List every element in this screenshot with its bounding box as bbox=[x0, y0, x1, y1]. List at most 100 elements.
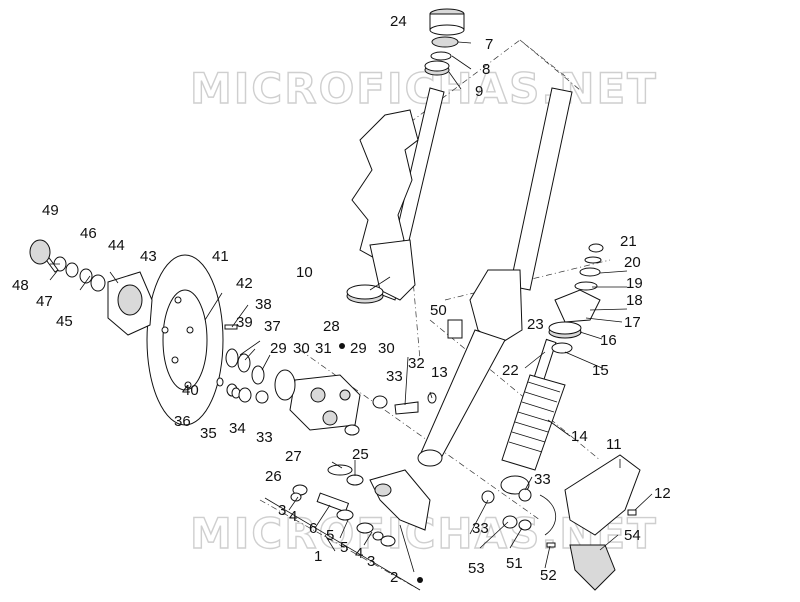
callout-37: 37 bbox=[264, 318, 281, 335]
mudguard-11 bbox=[564, 454, 641, 536]
pin-6 bbox=[316, 492, 350, 513]
callout-4-upper: 4 bbox=[289, 508, 297, 525]
callout-46: 46 bbox=[80, 225, 97, 242]
washer-5-upper bbox=[336, 509, 354, 521]
callout-35: 35 bbox=[200, 425, 217, 442]
bearing-10 bbox=[346, 284, 384, 304]
nut-21 bbox=[588, 243, 604, 253]
callout-39: 39 bbox=[236, 314, 253, 331]
callout-20: 20 bbox=[624, 254, 641, 271]
wheel-hub-43 bbox=[107, 271, 153, 336]
leader-lines bbox=[49, 41, 653, 591]
callout-23: 23 bbox=[527, 316, 544, 333]
brake-caliper-28 bbox=[289, 374, 361, 431]
callout-16: 16 bbox=[600, 332, 617, 349]
bush-37 bbox=[251, 365, 265, 385]
callout-30-left: 30 bbox=[293, 340, 310, 357]
callout-13: 13 bbox=[431, 364, 448, 381]
callout-17: 17 bbox=[624, 314, 641, 331]
bearing-9 bbox=[424, 60, 450, 76]
headset-cap-24 bbox=[429, 8, 465, 36]
callout-54: 54 bbox=[624, 527, 641, 544]
brake-disc-41 bbox=[146, 254, 224, 426]
washer-8 bbox=[430, 51, 452, 61]
callout-31: 31 bbox=[315, 340, 332, 357]
callout-19: 19 bbox=[626, 275, 643, 292]
seal-25 bbox=[346, 474, 364, 486]
fitting-53 bbox=[502, 515, 518, 529]
cable-hose bbox=[539, 494, 557, 536]
cover-54 bbox=[569, 544, 616, 591]
callout-10: 10 bbox=[296, 264, 313, 281]
seal-33-caliper bbox=[344, 424, 360, 436]
callout-7: 7 bbox=[485, 36, 493, 53]
bush-4-upper bbox=[290, 492, 302, 502]
fork-leg bbox=[417, 87, 573, 467]
callout-3-upper: 3 bbox=[278, 502, 286, 519]
callout-29-left: 29 bbox=[270, 340, 287, 357]
callout-6: 6 bbox=[309, 520, 317, 537]
circlip-45 bbox=[79, 268, 93, 284]
callout-4-lower: 4 bbox=[355, 545, 363, 562]
callout-33-left: 33 bbox=[256, 429, 273, 446]
callout-25: 25 bbox=[352, 446, 369, 463]
bush-16 bbox=[548, 321, 582, 339]
callout-33-lower-left: 33 bbox=[472, 520, 489, 537]
bush-34 bbox=[238, 387, 252, 403]
callout-9: 9 bbox=[475, 83, 483, 100]
washer-33-lower-right bbox=[518, 488, 532, 502]
swing-arm-2 bbox=[369, 469, 431, 531]
washer-15 bbox=[551, 342, 573, 354]
callout-18: 18 bbox=[626, 292, 643, 309]
callout-5-lower: 5 bbox=[340, 539, 348, 556]
callout-47: 47 bbox=[36, 293, 53, 310]
seal-27 bbox=[327, 464, 353, 476]
washer-5-lower bbox=[356, 522, 374, 534]
callout-27: 27 bbox=[285, 448, 302, 465]
washer-19 bbox=[579, 267, 601, 277]
seal-29-left bbox=[274, 369, 296, 401]
callout-11: 11 bbox=[606, 436, 622, 453]
callout-21: 21 bbox=[620, 233, 637, 250]
screw-32 bbox=[394, 401, 419, 415]
bush-4-lower bbox=[372, 531, 384, 541]
bracket-17 bbox=[554, 289, 601, 323]
callout-12: 12 bbox=[654, 485, 671, 502]
assembly-axis-lines bbox=[259, 39, 611, 591]
callout-48: 48 bbox=[12, 277, 29, 294]
callout-28: 28 bbox=[323, 318, 340, 335]
steering-column bbox=[351, 87, 445, 301]
callout-52: 52 bbox=[540, 567, 557, 584]
assembly-dot-bottom bbox=[417, 577, 423, 583]
callout-41: 41 bbox=[212, 248, 229, 265]
callout-43: 43 bbox=[140, 248, 157, 265]
washer-18 bbox=[574, 281, 598, 291]
bush-39 bbox=[225, 348, 239, 368]
callout-53: 53 bbox=[468, 560, 485, 577]
watermark-top: MICROFICHAS.NET bbox=[190, 64, 658, 113]
bush-50 bbox=[447, 319, 463, 339]
callout-51: 51 bbox=[506, 555, 523, 572]
callout-2: 2 bbox=[390, 569, 398, 586]
callout-8: 8 bbox=[482, 61, 490, 78]
screw-42 bbox=[224, 324, 238, 330]
callout-45: 45 bbox=[56, 313, 73, 330]
bearing-44 bbox=[90, 274, 106, 292]
callout-labels: 24 7 8 9 49 46 44 43 48 47 45 41 42 39 3… bbox=[12, 13, 671, 586]
fitting-51 bbox=[518, 519, 532, 531]
callout-29-right: 29 bbox=[350, 340, 367, 357]
callout-15: 15 bbox=[592, 362, 609, 379]
callout-33-lower-right: 33 bbox=[534, 471, 551, 488]
callout-22: 22 bbox=[502, 362, 519, 379]
callout-38: 38 bbox=[255, 296, 272, 313]
ring-nut-7 bbox=[431, 36, 459, 48]
washer-33-lower-left bbox=[481, 490, 495, 504]
callout-36: 36 bbox=[174, 413, 191, 430]
screw-52 bbox=[546, 542, 556, 548]
callout-50: 50 bbox=[430, 302, 447, 319]
callout-1: 1 bbox=[314, 548, 322, 565]
assembly-dot-top bbox=[339, 343, 345, 349]
callout-24: 24 bbox=[390, 13, 407, 30]
screw-12 bbox=[627, 509, 637, 516]
